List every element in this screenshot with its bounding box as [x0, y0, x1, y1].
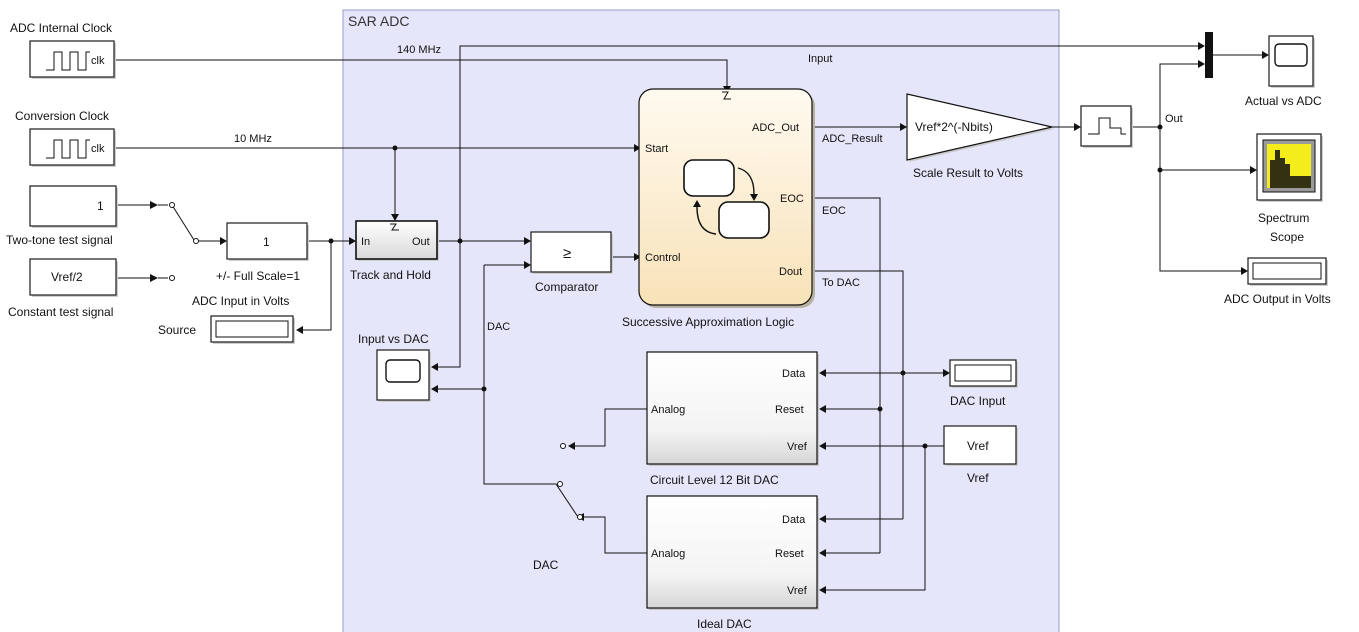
sal-dout-port: Dout	[779, 266, 802, 278]
signal-140mhz: 140 MHz	[397, 44, 441, 56]
actual-vs-adc-scope[interactable]: Actual vs ADC	[1245, 35, 1322, 108]
dac-input-display-block[interactable]: DAC Input	[949, 359, 1018, 408]
idac-reset-port: Reset	[775, 548, 804, 560]
display-screen	[954, 364, 1012, 382]
signal-dac: DAC	[487, 321, 510, 333]
track-and-hold-block[interactable]: In Out Track and Hold	[350, 220, 439, 282]
constant-name: Constant test signal	[8, 305, 113, 319]
gain-value: Vref*2^(-Nbits)	[915, 120, 993, 134]
pulse-icon	[46, 51, 90, 71]
display-screen	[215, 320, 289, 338]
spectrum-name-1: Spectrum	[1258, 211, 1309, 225]
signal-10mhz: 10 MHz	[234, 133, 272, 145]
cdac-reset-port: Reset	[775, 404, 804, 416]
successive-approximation-logic-block[interactable]: Start Control ADC_Out EOC Dout Successiv…	[622, 88, 815, 329]
comparator-name: Comparator	[535, 280, 598, 294]
circuit-dac-name: Circuit Level 12 Bit DAC	[650, 473, 779, 487]
signal-lines	[115, 42, 1269, 594]
display-screen	[1252, 262, 1322, 280]
input-vs-dac-scope[interactable]: Input vs DAC	[358, 332, 431, 402]
dac-input-name: DAC Input	[950, 394, 1006, 408]
dac-switch-name: DAC	[533, 558, 559, 572]
adc-input-display-name: ADC Input in Volts	[192, 294, 289, 308]
subsystem-title: SAR ADC	[348, 13, 409, 29]
sal-adc-out-port: ADC_Out	[752, 122, 799, 134]
zero-order-hold-block[interactable]	[1080, 105, 1133, 148]
signal-input: Input	[808, 53, 832, 65]
input-vs-dac-name: Input vs DAC	[358, 332, 429, 346]
actual-vs-adc-name: Actual vs ADC	[1245, 94, 1322, 108]
adc-output-display-name: ADC Output in Volts	[1224, 292, 1331, 306]
circuit-level-dac-block[interactable]: Analog Data Reset Vref Circuit Level 12 …	[646, 351, 819, 487]
cdac-data-port: Data	[782, 368, 806, 380]
adc-input-display-block[interactable]: ADC Input in Volts Source	[158, 294, 295, 344]
junction-dots	[328, 124, 1163, 449]
adc-internal-clock-block[interactable]: ADC Internal Clock clk	[10, 21, 116, 79]
mux-block[interactable]	[1205, 32, 1213, 78]
scope-icon	[385, 359, 421, 383]
vref-value: Vref	[967, 439, 989, 453]
vref-name: Vref	[967, 471, 989, 485]
adc-internal-clock-name: ADC Internal Clock	[10, 21, 113, 35]
comparator-block[interactable]: ≥ Comparator	[530, 231, 613, 294]
adc-clock-port: clk	[91, 55, 105, 67]
idac-analog-port: Analog	[651, 548, 685, 560]
conv-clock-port: clk	[91, 143, 105, 155]
scope-icon	[1274, 43, 1308, 67]
sal-name: Successive Approximation Logic	[622, 315, 794, 329]
constant-value: Vref/2	[51, 270, 83, 284]
trigger-icon	[390, 223, 399, 231]
gain-name: Scale Result to Volts	[913, 166, 1023, 180]
signal-out: Out	[1165, 113, 1183, 125]
trigger-icon	[722, 91, 731, 100]
adc-input-side-label: Source	[158, 323, 196, 337]
step-icon	[1088, 117, 1126, 135]
sal-control-port: Control	[645, 252, 680, 264]
full-scale-block[interactable]: 1 +/- Full Scale=1	[216, 222, 309, 283]
pulse-icon	[46, 139, 90, 159]
vref-block[interactable]: Vref Vref	[943, 425, 1018, 485]
conversion-clock-block[interactable]: Conversion Clock clk	[15, 109, 116, 167]
switch-terminals	[169, 202, 583, 520]
spectrum-scope-block[interactable]: Spectrum Scope	[1256, 133, 1323, 244]
signal-labels: 140 MHz 10 MHz Input ADC_Result EOC To D…	[234, 44, 1183, 333]
idac-data-port: Data	[782, 514, 806, 526]
sal-start-port: Start	[645, 143, 668, 155]
sal-eoc-port: EOC	[780, 193, 804, 205]
idac-vref-port: Vref	[787, 585, 808, 597]
signal-to-dac: To DAC	[822, 277, 860, 289]
spectrum-name-2: Scope	[1270, 230, 1304, 244]
signal-adc-result: ADC_Result	[822, 133, 883, 145]
ideal-dac-block[interactable]: Analog Data Reset Vref Ideal DAC	[646, 495, 819, 631]
two-tone-name: Two-tone test signal	[6, 233, 113, 247]
ideal-dac-name: Ideal DAC	[697, 617, 752, 631]
conversion-clock-name: Conversion Clock	[15, 109, 110, 123]
scale-result-gain-block[interactable]: Vref*2^(-Nbits) Scale Result to Volts	[906, 93, 1054, 180]
comparator-symbol: ≥	[563, 245, 571, 262]
cdac-vref-port: Vref	[787, 441, 808, 453]
constant-signal-block[interactable]: Vref/2 Constant test signal	[8, 258, 118, 319]
track-and-hold-name: Track and Hold	[350, 268, 431, 282]
full-scale-value: 1	[263, 235, 270, 249]
signal-eoc: EOC	[822, 205, 846, 217]
two-tone-signal-block[interactable]: 1 Two-tone test signal	[6, 185, 118, 247]
adc-output-display-block[interactable]: ADC Output in Volts	[1224, 257, 1331, 306]
th-in-port: In	[361, 236, 370, 248]
state-chart-icon	[683, 159, 770, 239]
two-tone-value: 1	[97, 199, 104, 213]
full-scale-name: +/- Full Scale=1	[216, 269, 300, 283]
cdac-analog-port: Analog	[651, 404, 685, 416]
th-out-port: Out	[412, 236, 430, 248]
